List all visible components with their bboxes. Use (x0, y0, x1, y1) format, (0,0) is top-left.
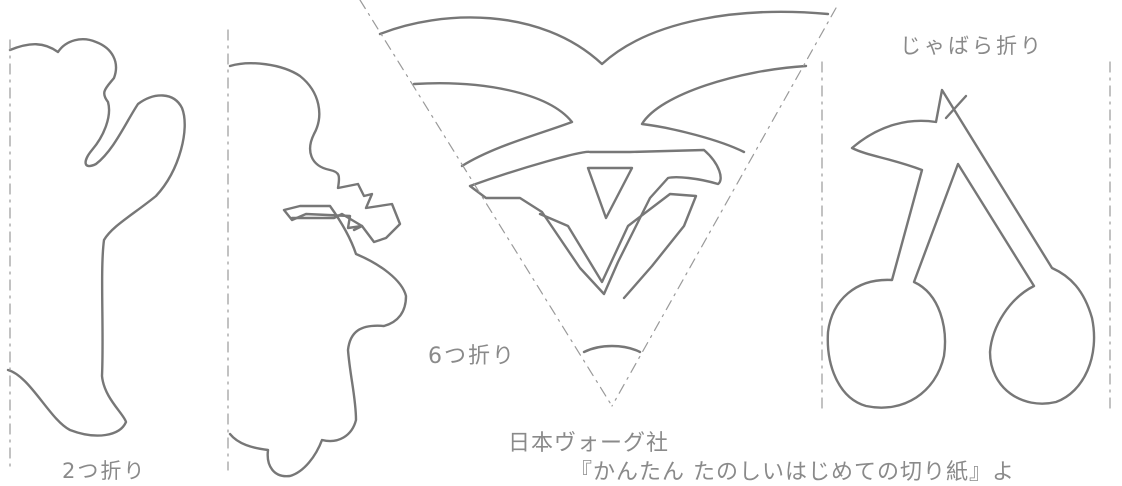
publisher-credit: 日本ヴォーグ社 (508, 431, 670, 456)
six-fold-fold-line-right (611, 7, 837, 407)
accordion-fold-label: じゃばら折り (900, 34, 1044, 58)
six-fold-label: 6つ折り (428, 344, 516, 369)
six-fold-cut-outline (378, 10, 830, 354)
two-fold-cut-outline (6, 38, 186, 437)
two-fold-label: 2つ折り (62, 459, 147, 483)
cherry-cut-outline (826, 88, 1096, 409)
figure-cut-outline (228, 62, 408, 478)
six-fold-fold-line-left (359, 0, 613, 407)
book-title-credit: 『かんたん たのしいはじめての切り紙』よ (570, 460, 1015, 485)
